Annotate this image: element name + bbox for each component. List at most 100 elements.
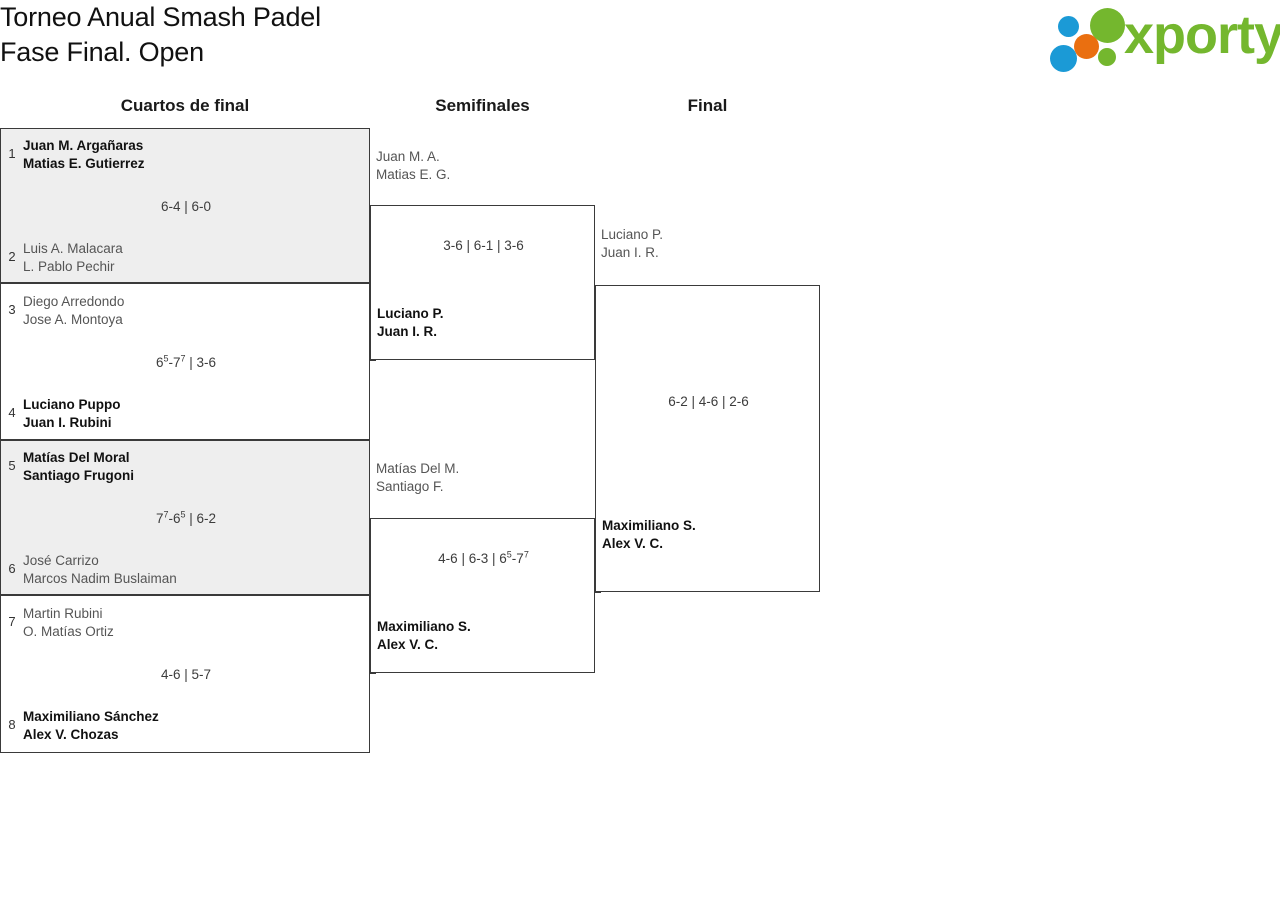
match-score: 4-6 | 5-7	[1, 666, 371, 684]
player-1: Luciano P.	[601, 227, 664, 242]
match-team-top[interactable]: 1 Juan M. Argañaras Matias E. Gutierrez	[1, 137, 144, 173]
round-header-semifinals: Semifinales	[435, 96, 530, 115]
match-score: 65-77 | 3-6	[1, 354, 371, 372]
match-quarterfinal-4[interactable]: 7 Martin Rubini O. Matías Ortiz 4-6 | 5-…	[0, 595, 370, 753]
seed-number: 3	[8, 302, 16, 317]
logo-dot-green-small	[1098, 48, 1116, 66]
match-score: 3-6 | 6-1 | 3-6	[371, 237, 596, 255]
title-line-1: Torneo Anual Smash Padel	[0, 2, 321, 32]
score-separator: |	[189, 511, 197, 526]
player-2: O. Matías Ortiz	[23, 624, 114, 639]
page-title: Torneo Anual Smash Padel Fase Final. Ope…	[0, 0, 700, 70]
final-team-top[interactable]: Luciano P. Juan I. R.	[601, 226, 663, 262]
score-set-1: 6-4	[160, 199, 181, 214]
round-header-quarterfinals: Cuartos de final	[120, 96, 250, 115]
connector-sf1-to-final	[595, 285, 601, 286]
seed-number: 7	[8, 614, 16, 629]
match-score: 6-2 | 4-6 | 2-6	[596, 393, 821, 411]
match-team-top[interactable]: 5 Matías Del Moral Santiago Frugoni	[1, 449, 134, 485]
player-1: José Carrizo	[23, 553, 99, 568]
team-names: Matías Del Moral Santiago Frugoni	[23, 449, 134, 485]
team-names: Martin Rubini O. Matías Ortiz	[23, 605, 114, 641]
score-set-2: 4-6	[698, 394, 719, 409]
seed-number: 8	[8, 717, 16, 732]
match-team-bottom[interactable]: 8 Maximiliano Sánchez Alex V. Chozas	[1, 708, 159, 744]
score-set-2: 6-0	[191, 199, 212, 214]
logo-wordmark: xporty	[1124, 5, 1280, 65]
player-2: Alex V. Chozas	[23, 727, 119, 742]
player-2: Santiago Frugoni	[23, 468, 134, 483]
team-names: Luciano P. Juan I. R.	[601, 226, 663, 262]
player-2: Santiago F.	[376, 479, 444, 494]
team-names: Maximiliano S. Alex V. C.	[377, 618, 471, 654]
player-2: Juan I. R.	[601, 245, 659, 260]
match-quarterfinal-3[interactable]: 5 Matías Del Moral Santiago Frugoni 77-6…	[0, 440, 370, 595]
semifinal-2-team-bottom[interactable]: Maximiliano S. Alex V. C.	[377, 618, 471, 654]
player-1: Luciano Puppo	[23, 397, 121, 412]
player-2: Matias E. G.	[376, 167, 451, 182]
score-separator: |	[184, 199, 192, 214]
logo-dot-blue-top	[1058, 16, 1079, 37]
score-set-2: 6-1	[473, 238, 494, 253]
player-2: Juan I. Rubini	[23, 415, 112, 430]
match-score: 6-4 | 6-0	[1, 198, 371, 216]
team-names: José Carrizo Marcos Nadim Buslaiman	[23, 552, 177, 588]
match-team-bottom[interactable]: 2 Luis A. Malacara L. Pablo Pechir	[1, 240, 123, 276]
team-names: Juan M. A. Matias E. G.	[376, 148, 450, 184]
title-line-2: Fase Final. Open	[0, 37, 204, 67]
semifinal-1-team-bottom[interactable]: Luciano P. Juan I. R.	[377, 305, 444, 341]
match-final[interactable]: 6-2 | 4-6 | 2-6 Maximiliano S. Alex V. C…	[595, 285, 820, 592]
team-names: Maximiliano S. Alex V. C.	[602, 517, 696, 553]
player-2: L. Pablo Pechir	[23, 259, 115, 274]
player-2: Alex V. C.	[377, 637, 439, 652]
score-set-1: 6-2	[668, 394, 688, 409]
score-set-1: 4-6	[438, 551, 458, 566]
score-set-2: 6-2	[196, 511, 217, 526]
player-1: Martin Rubini	[23, 606, 103, 621]
score-set-3: 65-77	[499, 549, 529, 566]
player-1: Maximiliano S.	[377, 619, 471, 634]
score-separator: |	[497, 238, 505, 253]
player-2: Alex V. C.	[602, 536, 664, 551]
player-1: Luis A. Malacara	[23, 241, 123, 256]
match-team-top[interactable]: 7 Martin Rubini O. Matías Ortiz	[1, 605, 114, 641]
team-names: Maximiliano Sánchez Alex V. Chozas	[23, 708, 159, 744]
seed-number: 6	[8, 561, 16, 576]
score-separator: |	[461, 551, 469, 566]
team-names: Diego Arredondo Jose A. Montoya	[23, 293, 124, 329]
score-separator: |	[492, 551, 500, 566]
player-1: Matías Del M.	[376, 461, 460, 476]
team-names: Luciano Puppo Juan I. Rubini	[23, 396, 121, 432]
match-semifinal-2[interactable]: 4-6 | 6-3 | 65-77 Maximiliano S. Alex V.…	[370, 518, 595, 673]
final-team-bottom[interactable]: Maximiliano S. Alex V. C.	[602, 517, 696, 553]
match-team-bottom[interactable]: 6 José Carrizo Marcos Nadim Buslaiman	[1, 552, 177, 588]
score-set-2: 3-6	[196, 355, 217, 370]
score-separator: |	[691, 394, 699, 409]
player-2: Juan I. R.	[377, 324, 438, 339]
player-1: Matías Del Moral	[23, 450, 130, 465]
score-set-1: 77-65	[155, 509, 186, 526]
score-set-1: 65-77	[155, 353, 186, 370]
match-score: 77-65 | 6-2	[1, 510, 371, 528]
player-1: Diego Arredondo	[23, 294, 125, 309]
score-separator: |	[722, 394, 730, 409]
score-set-3: 3-6	[504, 238, 524, 253]
team-names: Luciano P. Juan I. R.	[377, 305, 444, 341]
score-set-1: 3-6	[443, 238, 463, 253]
match-semifinal-1[interactable]: 3-6 | 6-1 | 3-6 Luciano P. Juan I. R.	[370, 205, 595, 360]
player-1: Maximiliano Sánchez	[23, 709, 159, 724]
player-1: Maximiliano S.	[602, 518, 696, 533]
semifinal-2-team-top[interactable]: Matías Del M. Santiago F.	[376, 460, 459, 496]
team-names: Matías Del M. Santiago F.	[376, 460, 459, 496]
match-team-top[interactable]: 3 Diego Arredondo Jose A. Montoya	[1, 293, 124, 329]
score-separator: |	[189, 355, 197, 370]
seed-number: 4	[8, 405, 16, 420]
connector-qf4-to-sf2	[370, 673, 376, 674]
match-quarterfinal-1[interactable]: 1 Juan M. Argañaras Matias E. Gutierrez …	[0, 128, 370, 283]
semifinal-1-team-top[interactable]: Juan M. A. Matias E. G.	[376, 148, 450, 184]
match-team-bottom[interactable]: 4 Luciano Puppo Juan I. Rubini	[1, 396, 121, 432]
match-quarterfinal-2[interactable]: 3 Diego Arredondo Jose A. Montoya 65-77 …	[0, 283, 370, 440]
seed-number: 5	[8, 458, 16, 473]
xporty-logo: xporty	[1048, 5, 1280, 72]
score-set-1: 4-6	[160, 667, 181, 682]
